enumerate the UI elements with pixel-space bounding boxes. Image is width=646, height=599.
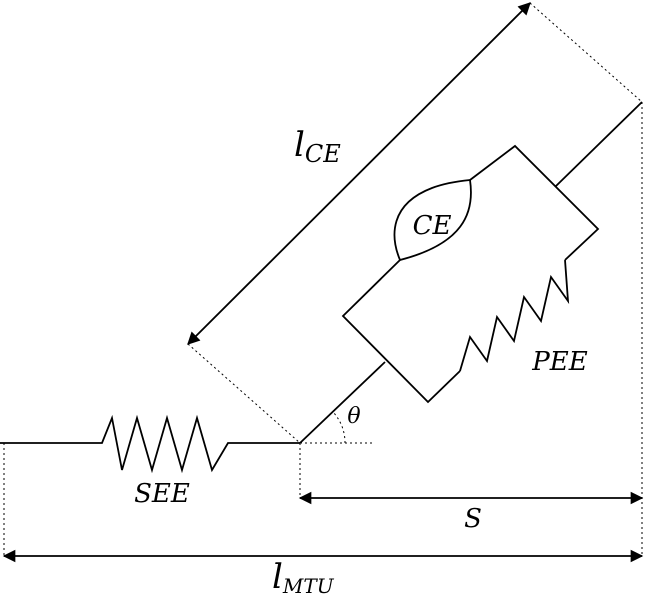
fiber-axis-lower <box>299 361 386 444</box>
lce-dimension-arrow <box>187 2 531 345</box>
lmtu-label: lMTU <box>272 557 335 598</box>
see-spring <box>0 414 300 474</box>
lce-guide-upper <box>529 2 643 103</box>
theta-label: θ <box>347 404 360 429</box>
parallel-box <box>341 259 461 404</box>
pee-label: PEE <box>531 347 587 377</box>
theta-arc <box>332 411 346 444</box>
see-label: SEE <box>134 479 190 509</box>
s-label: S <box>464 504 482 534</box>
lce-label: lCE <box>294 125 341 168</box>
fiber-axis-upper <box>555 101 643 187</box>
lce-guide-lower <box>187 343 301 444</box>
ce-label: CE <box>413 211 452 241</box>
